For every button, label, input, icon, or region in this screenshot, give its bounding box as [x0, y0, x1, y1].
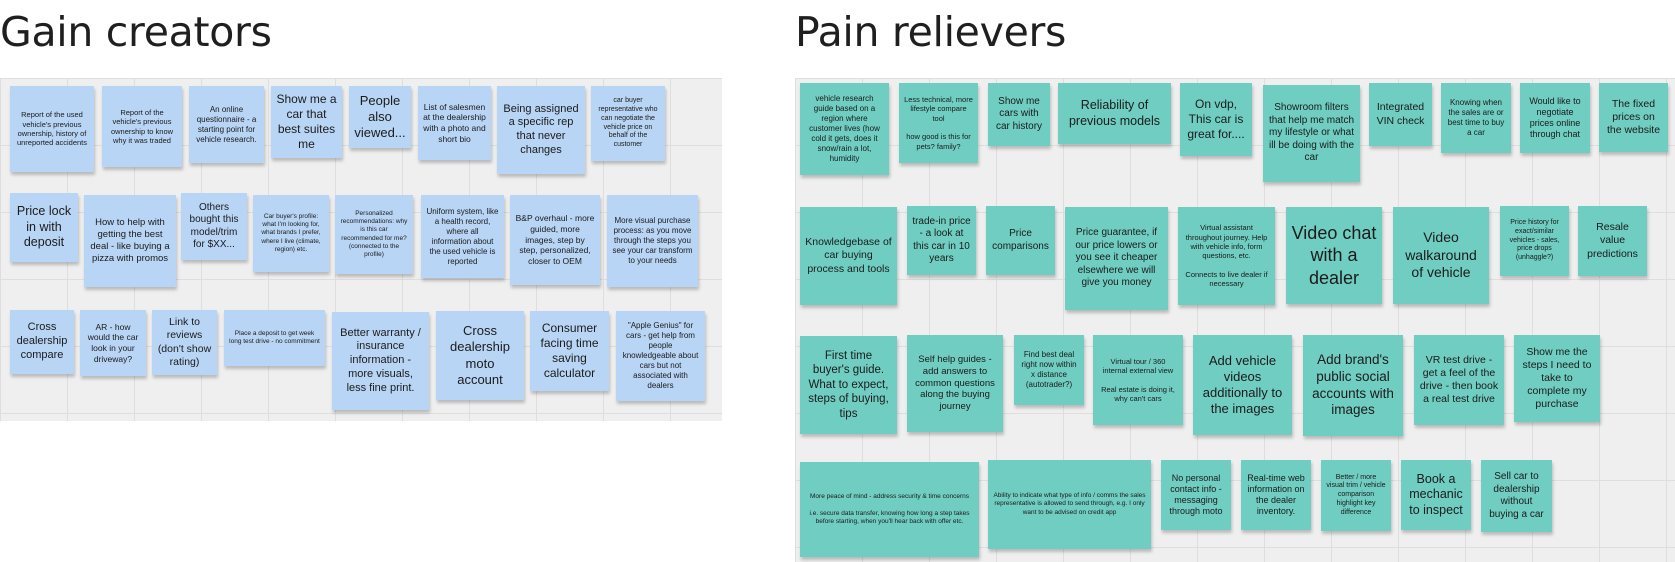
pain-note[interactable]: Find best deal right now within x distan… [1014, 335, 1084, 405]
pain-note[interactable]: Add vehicle videos additionally to the i… [1193, 335, 1292, 435]
gain-note[interactable]: Report of the used vehicle's previous ow… [10, 86, 94, 172]
gain-note[interactable]: Being assigned a specific rep that never… [497, 86, 585, 174]
gain-note[interactable]: How to help with getting the best deal -… [84, 195, 176, 287]
gain-note[interactable]: Report of the vehicle's previous ownersh… [102, 86, 182, 167]
pain-note[interactable]: VR test drive - get a feel of the drive … [1414, 335, 1504, 425]
pain-note[interactable]: First time buyer's guide. What to expect… [800, 336, 897, 434]
pain-note[interactable]: Self help guides - add answers to common… [907, 335, 1003, 432]
pain-note[interactable]: Show me cars with car history [988, 83, 1050, 146]
pain-note[interactable]: Show me the steps I need to take to comp… [1514, 335, 1600, 422]
gain-note[interactable]: Price lock in with deposit [10, 193, 78, 262]
pain-note[interactable]: Showroom filters that help me match my l… [1263, 85, 1360, 182]
pain-note[interactable]: Integrated VIN check [1369, 83, 1432, 146]
pain-note[interactable]: Price history for exact/similar vehicles… [1500, 206, 1569, 276]
pain-note[interactable]: Sell car to dealership without buying a … [1481, 460, 1552, 532]
pain-note[interactable]: Better / more visual trim / vehicle comp… [1321, 460, 1391, 531]
pain-note[interactable]: Knowing when the sales are or best time … [1441, 83, 1511, 153]
pain-note[interactable]: The fixed prices on the website [1599, 83, 1668, 152]
gain-note[interactable]: Uniform system, like a health record, wh… [421, 195, 504, 278]
pain-note[interactable]: Price comparisons [986, 206, 1055, 275]
pain-note[interactable]: trade-in price - a look at this car in 1… [907, 206, 976, 275]
pain-note[interactable]: Video chat with a dealer [1286, 207, 1382, 304]
gain-note[interactable]: Cross dealership moto account [436, 311, 524, 400]
pain-note[interactable]: Add brand's public social accounts with … [1303, 335, 1403, 436]
pain-relievers-title: Pain relievers [795, 8, 1067, 56]
gain-note[interactable]: Cross dealership compare [10, 310, 74, 374]
gain-note[interactable]: AR - how would the car look in your driv… [80, 310, 146, 376]
gain-note[interactable]: Better warranty / insurance information … [332, 312, 429, 410]
gain-note[interactable]: List of salesmen at the dealership with … [418, 86, 491, 160]
gain-note[interactable]: B&P overhaul - more guided, more images,… [510, 195, 600, 285]
gain-note[interactable]: car buyer representative who can negotia… [591, 86, 665, 161]
pain-note[interactable]: More peace of mind - address security & … [800, 462, 979, 557]
gain-note[interactable]: Place a deposit to get week long test dr… [224, 310, 325, 366]
gain-note[interactable]: Show me a car that best suites me [271, 86, 342, 158]
gain-note[interactable]: Car buyer's profile: what I'm looking fo… [253, 195, 329, 272]
pain-note[interactable]: Would like to negotiate prices online th… [1520, 83, 1590, 153]
pain-note[interactable]: No personal contact info - messaging thr… [1161, 460, 1231, 530]
pain-note[interactable]: On vdp, This car is great for.... [1180, 83, 1252, 156]
pain-note[interactable]: Knowledgebase of car buying process and … [800, 207, 897, 305]
gain-note[interactable]: People also viewed... [349, 86, 411, 148]
pain-note[interactable]: Virtual tour / 360 internal external vie… [1093, 335, 1183, 425]
pain-note[interactable]: Book a mechanic to inspect [1401, 460, 1471, 530]
gain-note[interactable]: Personalized recommendations: why is thi… [335, 195, 413, 274]
pain-note[interactable]: Price guarantee, if our price lowers or … [1065, 207, 1168, 310]
gain-creators-title: Gain creators [0, 8, 272, 56]
pain-note[interactable]: Virtual assistant throughout journey. He… [1178, 207, 1275, 305]
pain-note[interactable]: Real-time web information on the dealer … [1241, 460, 1311, 530]
gain-note[interactable]: An online questionnaire - a starting poi… [189, 86, 264, 163]
gain-note[interactable]: Link to reviews (don't show rating) [152, 310, 217, 375]
gain-note[interactable]: "Apple Genius" for cars - get help from … [616, 311, 705, 401]
gain-note[interactable]: Consumer facing time saving calculator [530, 311, 609, 391]
gain-note[interactable]: Others bought this model/trim for $XX... [181, 193, 247, 260]
pain-note[interactable]: Ability to indicate what type of info / … [988, 460, 1151, 549]
pain-note[interactable]: vehicle research guide based on a region… [800, 83, 889, 175]
pain-note[interactable]: Resale value predictions [1578, 206, 1647, 276]
pain-note[interactable]: Reliability of previous models [1058, 83, 1171, 144]
pain-note[interactable]: Video walkaround of vehicle [1393, 207, 1489, 304]
gain-note[interactable]: More visual purchase process: as you mov… [607, 195, 698, 287]
pain-note[interactable]: Less technical, more lifestyle compare t… [899, 83, 978, 163]
